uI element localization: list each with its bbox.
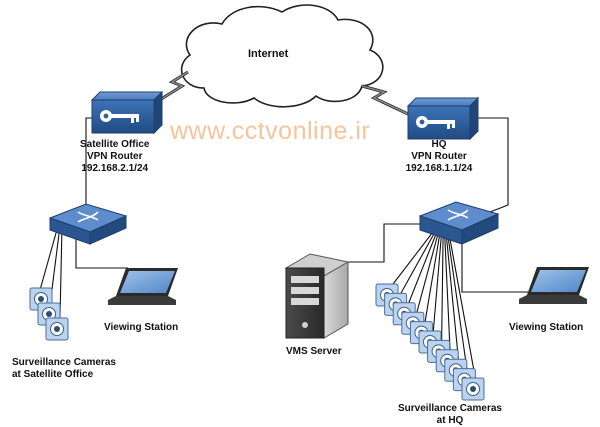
satellite-router-label: Satellite Office VPN Router 192.168.2.1/… — [80, 139, 149, 175]
camera-cable — [415, 227, 441, 317]
satellite-viewing-station-label: Viewing Station — [104, 322, 179, 333]
satellite-cameras-line2: at Satellite Office — [12, 369, 94, 380]
satellite-router-role: VPN Router — [86, 151, 143, 162]
hq-camera-cables — [389, 227, 477, 383]
hq-vpn-router — [406, 96, 480, 141]
camera-cable — [406, 227, 439, 308]
hq-switch — [418, 201, 500, 245]
hq-cameras-label: Surveillance Cameras at HQ — [393, 403, 507, 427]
camera-cable — [443, 227, 451, 354]
vms-server-label: VMS Server — [286, 346, 342, 357]
switch-arrows-icon — [447, 209, 469, 221]
camera-icon — [461, 377, 485, 401]
wan-link-hq — [361, 84, 409, 116]
camera-cable — [432, 227, 443, 336]
hq-cameras-line2: at HQ — [436, 415, 464, 426]
hq-viewing-station-label: Viewing Station — [509, 322, 584, 333]
camera-cable — [441, 227, 444, 345]
satellite-router-name: Satellite Office — [80, 139, 150, 150]
satellite-router-ip: 192.168.2.1/24 — [81, 163, 149, 174]
hq-cameras-line1: Surveillance Cameras — [398, 403, 502, 414]
camera-icon — [45, 317, 69, 341]
hq-router-ip: 192.168.1.1/24 — [405, 163, 473, 174]
vms-server — [284, 253, 350, 339]
internet-label: Internet — [248, 48, 289, 60]
watermark: www.cctvonline.ir — [170, 117, 371, 145]
camera-cable — [389, 227, 437, 289]
hq-router-label: HQ VPN Router 192.168.1.1/24 — [403, 139, 475, 175]
camera-cable — [445, 227, 460, 364]
camera-cable — [446, 227, 468, 373]
camera-cable — [398, 227, 438, 298]
wan-link-satellite — [149, 70, 189, 108]
satellite-camera-group — [29, 287, 69, 341]
hq-router-role: VPN Router — [411, 151, 467, 162]
satellite-laptop — [108, 268, 178, 305]
satellite-cameras-line1: Surveillance Cameras — [12, 357, 116, 368]
hq-router-name: HQ — [431, 139, 447, 150]
key-icon — [416, 116, 455, 129]
satellite-switch — [48, 203, 128, 245]
satellite-vpn-router — [90, 90, 164, 135]
lan-cables — [39, 117, 540, 319]
satellite-cameras-label: Surveillance Cameras at Satellite Office — [12, 357, 116, 381]
switch-arrows-icon — [77, 211, 99, 223]
internet-cloud — [180, 4, 384, 108]
camera-cable — [423, 227, 442, 326]
key-icon — [100, 110, 139, 123]
camera-cable — [447, 227, 477, 383]
hq-laptop — [519, 267, 589, 304]
hq-camera-group — [375, 283, 485, 401]
